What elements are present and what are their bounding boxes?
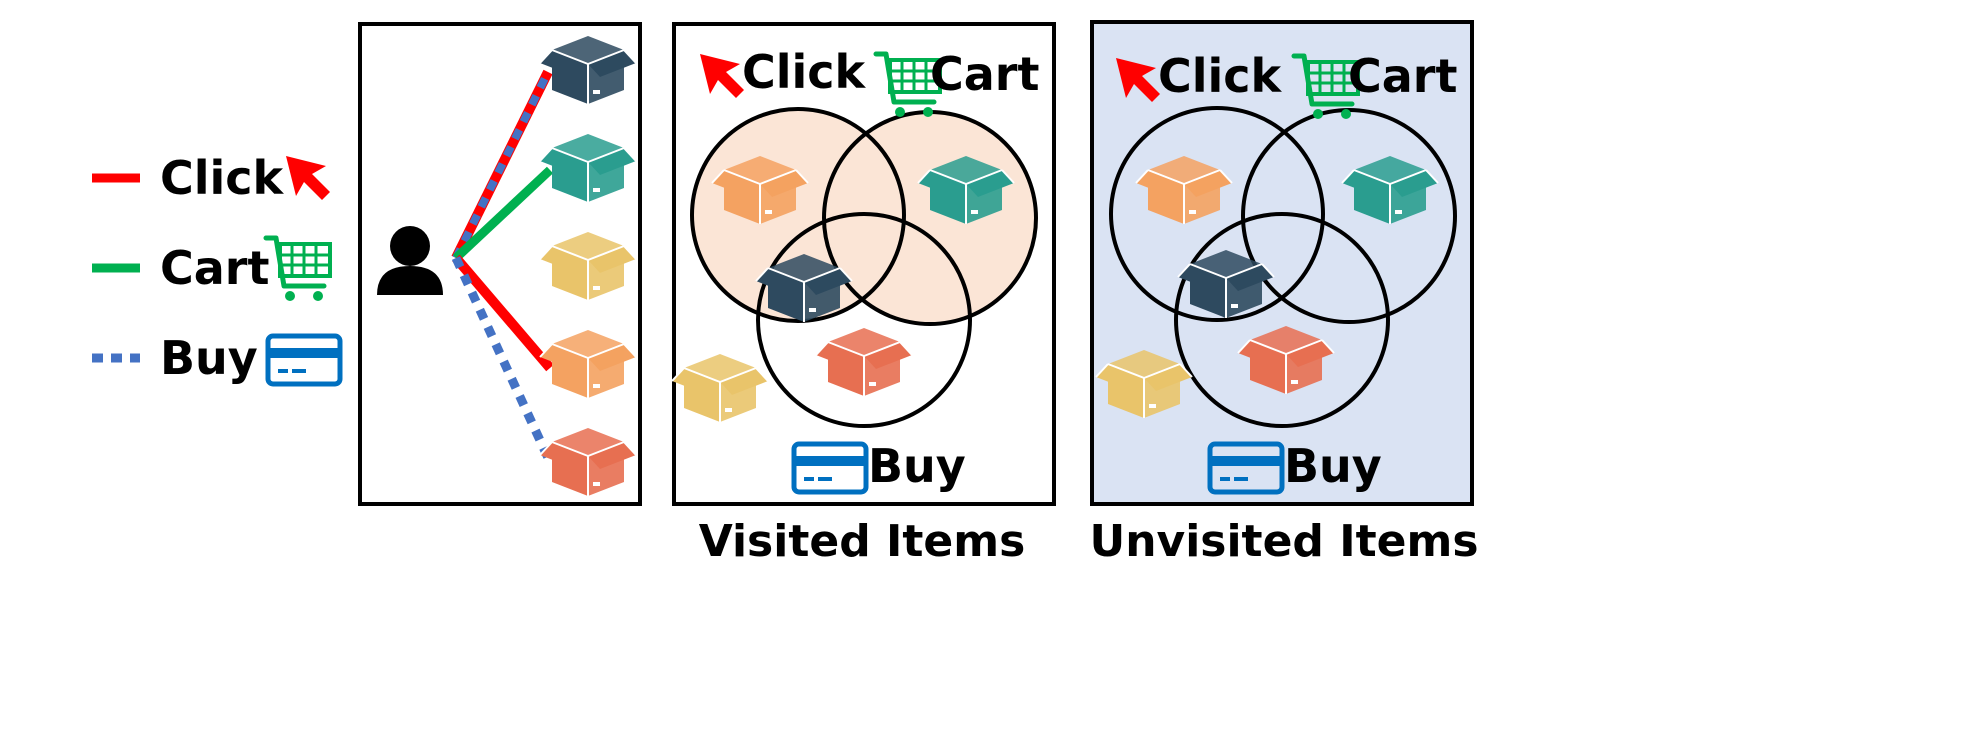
legend-click-label: Click <box>160 151 285 205</box>
unvisited-items-panel: Click Cart Buy Unvisited Items <box>1089 20 1479 567</box>
unvisited-cart-label: Cart <box>1348 49 1457 103</box>
legend: Click Cart Buy <box>92 151 340 385</box>
user-interactions-panel <box>358 22 642 506</box>
panel-frame <box>1090 20 1474 506</box>
unvisited-items-caption: Unvisited Items <box>1089 516 1478 567</box>
click-edge-orange <box>452 254 554 372</box>
cursor-arrow-icon <box>286 156 330 200</box>
legend-cart-label: Cart <box>160 241 269 295</box>
cart-edge-teal <box>452 166 554 262</box>
buy-set-circle <box>756 212 972 428</box>
user-icon <box>377 226 443 295</box>
visited-items-caption: Visited Items <box>699 516 1026 567</box>
shopping-cart-icon <box>266 238 330 301</box>
click-set-circle <box>1109 106 1325 322</box>
credit-card-icon <box>268 336 340 384</box>
visited-items-panel: Click Cart Buy Visited Items <box>671 22 1056 567</box>
buy-edge-navy <box>452 70 552 260</box>
visited-buy-label: Buy <box>868 439 966 493</box>
visited-click-label: Click <box>742 45 867 99</box>
unvisited-click-label: Click <box>1158 49 1283 103</box>
unvisited-buy-label: Buy <box>1284 439 1382 493</box>
buy-set-circle <box>1174 212 1390 428</box>
legend-buy-label: Buy <box>160 331 258 385</box>
visited-cart-label: Cart <box>930 47 1039 101</box>
